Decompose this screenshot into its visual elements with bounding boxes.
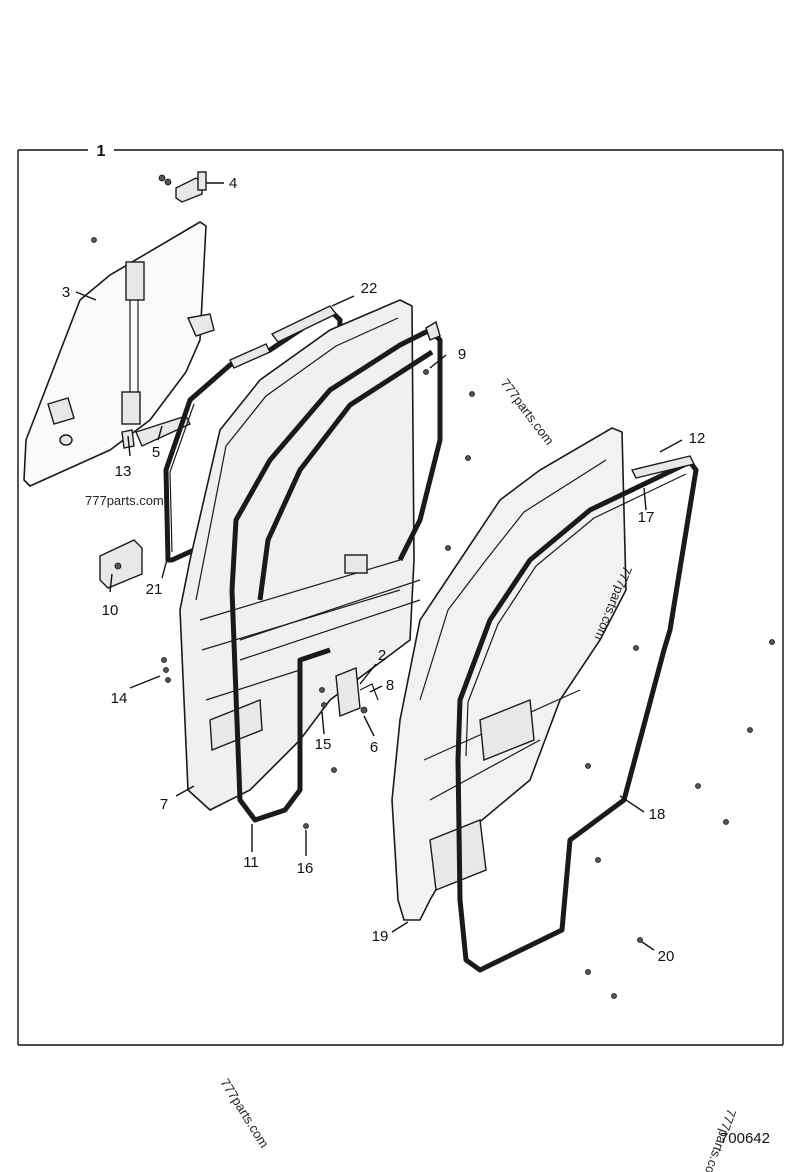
window-glass-part <box>23 221 215 487</box>
callout-6: 6 <box>370 739 378 756</box>
tube-frame-part <box>229 320 443 823</box>
callout-12: 12 <box>689 430 706 447</box>
watermark-text: 777parts.com <box>498 376 557 448</box>
callout-4: 4 <box>229 175 237 192</box>
callout-14: 14 <box>111 690 128 707</box>
callout-11: 11 <box>243 854 259 871</box>
latch-plate-part <box>121 415 191 449</box>
callout-9: 9 <box>458 346 466 363</box>
leader-lines <box>75 182 683 951</box>
watermark-text: 777parts.com <box>217 1076 271 1151</box>
callout-20: 20 <box>658 948 675 965</box>
callout-10: 10 <box>102 602 119 619</box>
callout-16: 16 <box>297 860 314 877</box>
callout-8: 8 <box>386 677 394 694</box>
outer-door-panel-part <box>391 427 627 921</box>
door-perimeter-seal-part <box>455 455 699 973</box>
latch-hardware-part <box>319 667 379 717</box>
callout-21: 21 <box>146 581 163 598</box>
callout-7: 7 <box>160 796 168 813</box>
callout-17: 17 <box>638 509 655 526</box>
callout-1: 1 <box>97 143 106 160</box>
callout-13: 13 <box>115 463 132 480</box>
figure-number: 700642 <box>720 1130 770 1147</box>
fastener-screws <box>161 369 775 999</box>
callout-15: 15 <box>315 736 332 753</box>
hinge-bracket-part <box>158 171 207 203</box>
callout-19: 19 <box>372 928 389 945</box>
callout-5: 5 <box>152 444 160 461</box>
callout-18: 18 <box>649 806 666 823</box>
callout-2: 2 <box>378 647 386 664</box>
callout-22: 22 <box>361 280 378 297</box>
assembly-frame <box>17 149 784 1046</box>
door-latch-part <box>99 539 143 589</box>
watermark-text: 777parts.com <box>85 493 164 508</box>
callout-3: 3 <box>62 284 70 301</box>
